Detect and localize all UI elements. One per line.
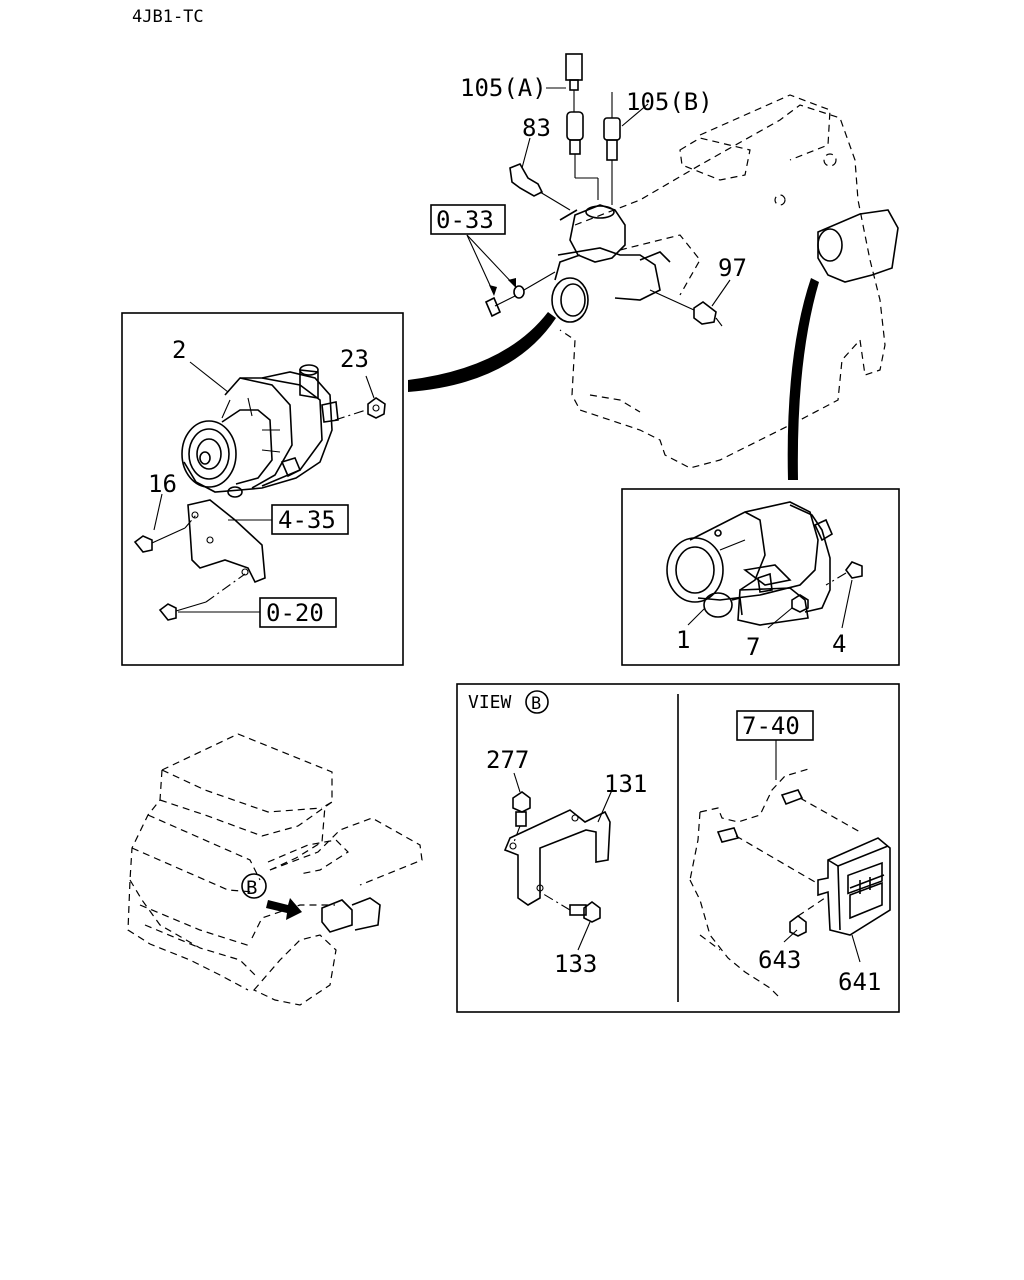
label-16: 16 [148,470,177,498]
label-105a: 105(A) [460,74,547,102]
label-7: 7 [746,633,760,661]
ref-box-0-33 [430,204,506,235]
label-4: 4 [832,630,846,658]
label-643: 643 [758,946,801,974]
label-641: 641 [838,968,881,996]
ref-box-0-20 [259,597,337,628]
starter-panel-frame [621,488,900,666]
label-83: 83 [522,114,551,142]
alternator-panel-frame [121,312,404,666]
label-23: 23 [340,345,369,373]
alternator-panel: 2 23 16 4-35 0-20 [121,312,404,666]
model-code: 4JB1-TC [132,7,204,27]
label-2: 2 [172,336,186,364]
view-b-panel: VIEW B 277 131 133 7-40 [456,683,900,1013]
ref-7-40: 7-40 [742,712,800,740]
ref-box-4-35 [271,504,349,535]
view-b-panel-frame [456,683,900,1013]
label-97: 97 [718,254,747,282]
view-b-marker [241,873,267,899]
label-1: 1 [676,626,690,654]
label-105b: 105(B) [626,88,713,116]
ref-0-20: 0-20 [266,599,324,627]
ref-4-35: 4-35 [278,506,336,534]
truck-view: B [127,733,423,1006]
ref-0-33: 0-33 [436,206,494,234]
label-131: 131 [604,770,647,798]
view-title: VIEW [468,692,512,713]
label-133: 133 [554,950,597,978]
view-title-circle [525,690,549,714]
label-277: 277 [486,746,529,774]
starter-panel: 1 7 4 [621,488,900,666]
engine-view: 105(A) 105(B) 83 97 0-33 [408,53,899,480]
view-title-letter: B [531,694,541,714]
view-b-marker-letter: B [246,877,257,899]
ref-box-7-40 [736,710,814,741]
